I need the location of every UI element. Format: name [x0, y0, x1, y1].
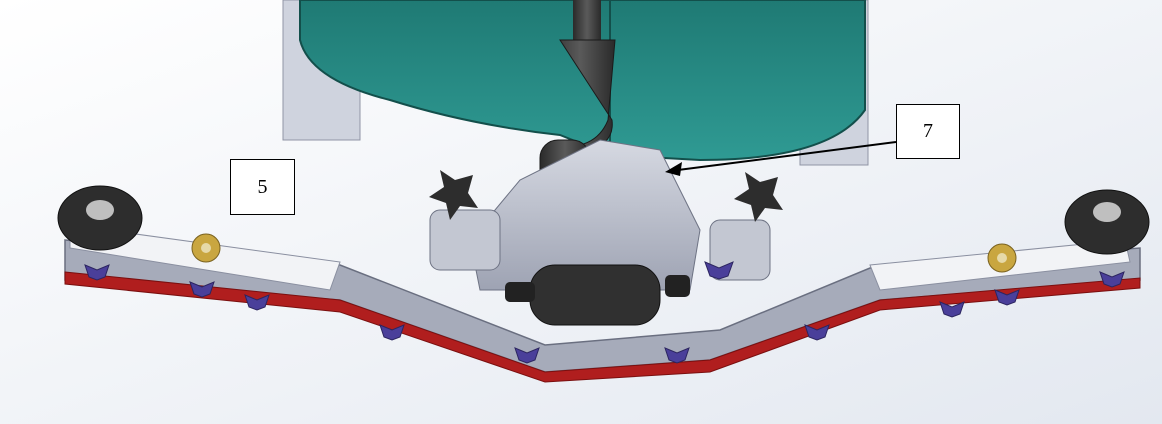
callout-7-leader-arrow [665, 141, 897, 176]
suction-housing [505, 264, 690, 326]
brass-bolt-right [987, 243, 1017, 273]
callout-label-5: 5 [230, 159, 295, 215]
right-wheel [1064, 189, 1150, 255]
squeegee-blade [64, 271, 1141, 383]
star-knob-right [734, 172, 783, 222]
left-wheel [57, 185, 143, 251]
star-knob-left [429, 170, 478, 220]
callout-label-7: 7 [896, 104, 960, 159]
brass-bolt-left [191, 233, 221, 263]
wing-nuts [84, 261, 1125, 364]
